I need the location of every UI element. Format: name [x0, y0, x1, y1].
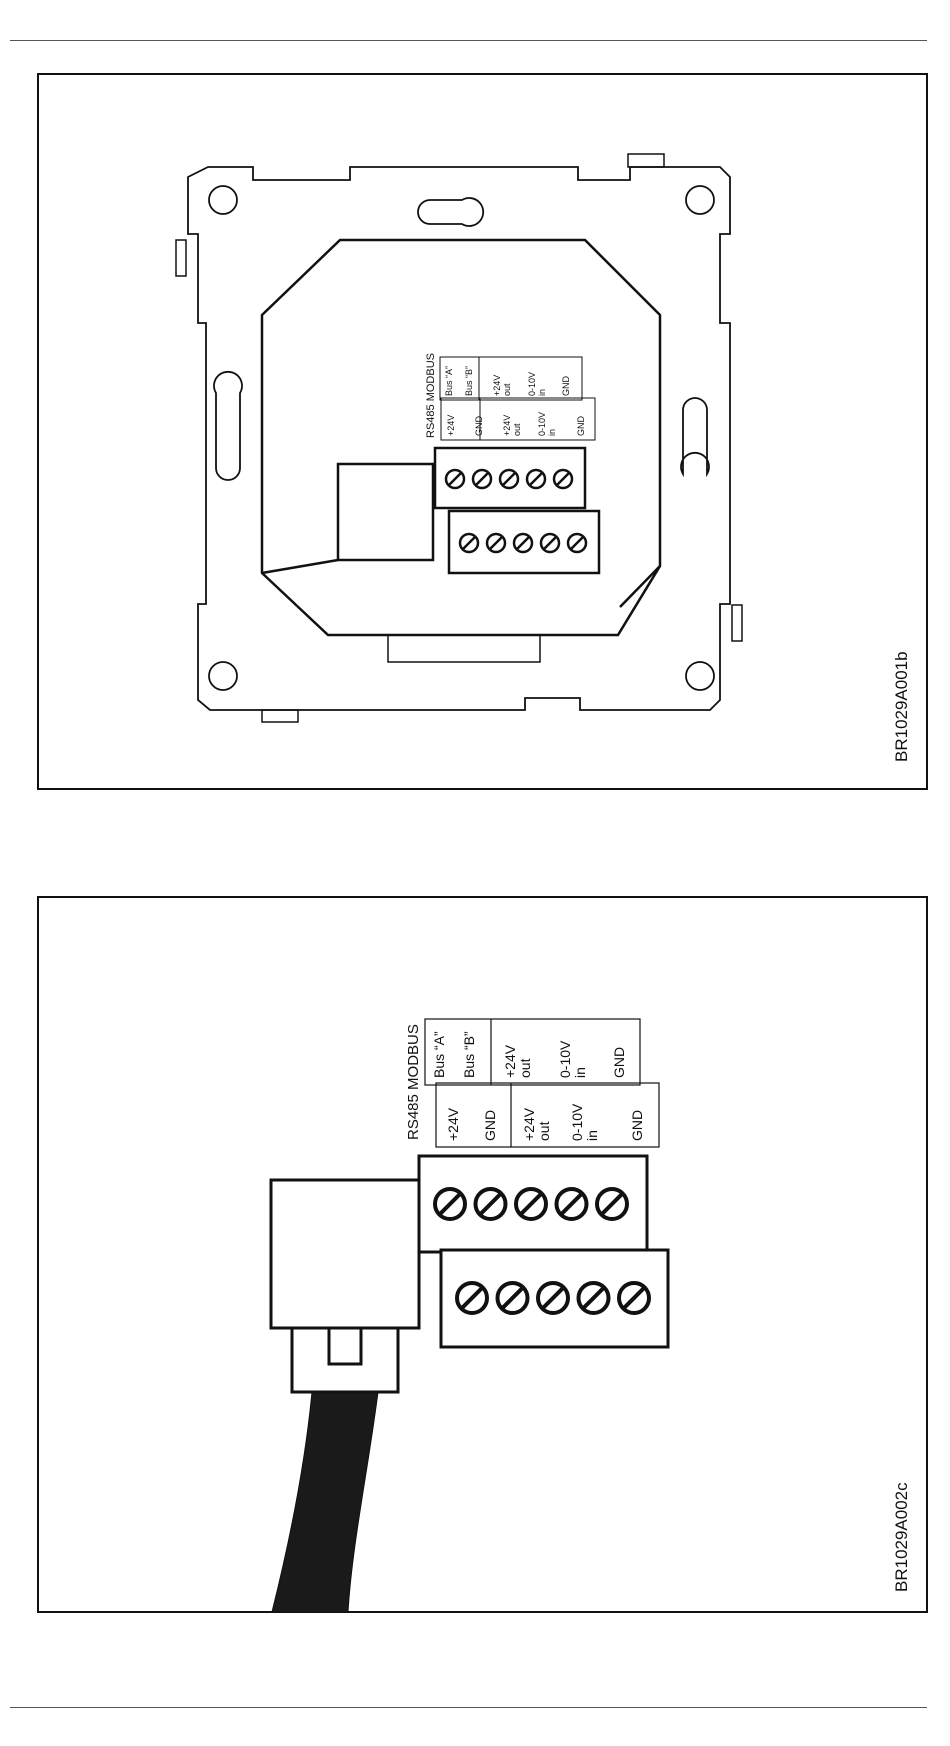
figure2-modbus-title: RS485 MODBUS	[405, 1024, 422, 1140]
fig1-upper-label-2: Bus “B”	[464, 366, 474, 396]
fig2-upper-label-5: GND	[611, 1047, 627, 1078]
fig2-lower-label-3-line-2: out	[536, 1121, 552, 1141]
corner-hole-br	[686, 662, 714, 690]
bottom-clip	[388, 636, 540, 662]
side-tab-right	[732, 605, 742, 641]
fig1-lower-label-3-line-1: +24V	[502, 415, 512, 436]
fig1-upper-label-1: Bus “A”	[444, 366, 454, 396]
fig2-upper-label-3-line-1: +24V	[502, 1044, 518, 1078]
fig2-lower-label-4-line-1: 0-10V	[569, 1103, 585, 1141]
fig2-lower-label-3-line-1: +24V	[521, 1107, 537, 1141]
fig2-upper-label-4-line-1: 0-10V	[557, 1040, 573, 1078]
keyhole-slot-left	[214, 372, 242, 480]
bottom-tab	[262, 710, 298, 722]
rj-plug-body	[271, 1180, 419, 1328]
fig1-upper-label-3-line-1: +24V	[492, 375, 502, 396]
fig1-lower-label-1: +24V	[446, 415, 456, 436]
corner-hole-tl	[209, 186, 237, 214]
fig2-lower-label-4-line-2: in	[584, 1130, 600, 1141]
fig1-lower-label-5: GND	[576, 416, 586, 437]
fig2-upper-label-2: Bus “B”	[461, 1031, 477, 1078]
fig2-upper-label-4-line-2: in	[572, 1067, 588, 1078]
corner-hole-bl	[209, 662, 237, 690]
mounting-plate	[188, 167, 730, 710]
fig1-upper-label-4-line-1: 0-10V	[527, 372, 537, 396]
keyhole-slot-right	[681, 398, 709, 474]
fig2-lower-label-2: GND	[482, 1110, 498, 1141]
top-tab	[628, 154, 664, 167]
central-housing	[262, 240, 660, 635]
figure2-code: BR1029A002c	[892, 1482, 911, 1592]
figure1-modbus-title: RS485 MODBUS	[425, 353, 437, 438]
rj-socket	[338, 464, 433, 560]
fig2-upper-label-1: Bus “A”	[431, 1031, 447, 1078]
side-tab-left	[176, 240, 186, 276]
fig1-upper-label-4-line-2: in	[537, 389, 547, 396]
rj-plug-latch	[329, 1328, 361, 1364]
fig1-lower-label-4-line-2: in	[547, 429, 557, 436]
fig1-lower-label-3-line-2: out	[512, 423, 522, 436]
fig1-lower-label-4-line-1: 0-10V	[537, 412, 547, 436]
housing-edge-left	[262, 560, 338, 573]
fig2-upper-label-3-line-2: out	[517, 1058, 533, 1078]
corner-hole-tr	[686, 186, 714, 214]
cable	[272, 1392, 378, 1612]
fig1-upper-label-5: GND	[561, 376, 571, 397]
keyhole-slot-top	[418, 198, 483, 226]
figure1-code: BR1029A001b	[892, 651, 911, 762]
fig1-lower-label-2: GND	[474, 416, 484, 437]
fig2-lower-label-5: GND	[629, 1110, 645, 1141]
fig1-upper-label-3-line-2: out	[502, 383, 512, 396]
fig2-lower-label-1: +24V	[445, 1107, 461, 1141]
